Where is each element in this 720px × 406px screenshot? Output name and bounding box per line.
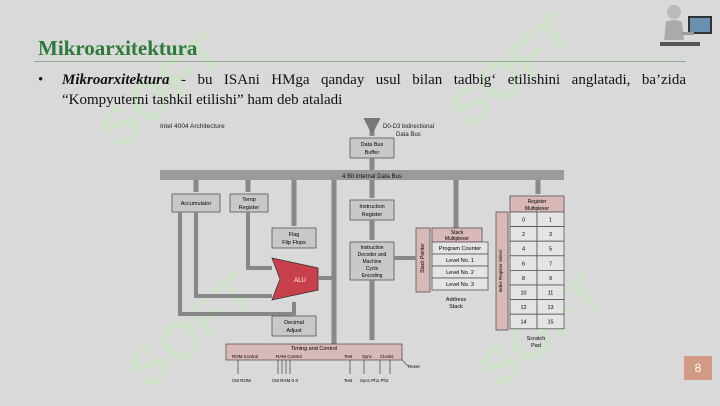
bullet-dot: • — [38, 72, 44, 88]
instruction-register-label: Register — [362, 212, 383, 218]
scratch-pad-cell-label: 6 — [522, 261, 525, 267]
computer-user-logo-icon — [660, 5, 712, 46]
timing-control-block — [225, 343, 403, 361]
intel-4004-architecture-diagram: Intel 4004 Architecture D0-D3 bidirectio… — [160, 118, 565, 383]
instruction-decoder-label: Cycle — [366, 266, 379, 272]
test-pin-label: Test — [344, 378, 353, 383]
data-bus-label-top: D0-D3 bidirectional — [383, 124, 434, 130]
data-bus-label-bottom: Data Bus — [396, 132, 421, 138]
stack-level-label: Level No. 2 — [446, 270, 474, 276]
scratch-pad-cell — [536, 313, 565, 330]
clocks-label: Clocks — [380, 354, 394, 359]
scratch-pad-cell-label: 0 — [522, 218, 525, 224]
scratch-pad-cell-label: 2 — [522, 232, 525, 238]
data-bus-buffer-label: Buffer — [365, 150, 380, 156]
temp-register-label: Register — [239, 205, 260, 211]
stack-pointer-label: Stack Pointer — [420, 243, 426, 273]
internal-data-bus-label: 4 Bit internal Data Bus — [342, 174, 402, 180]
bullet-text: - bu ISAni HMga qanday usul bilan tadbig… — [62, 72, 686, 108]
register-multiplexer-label: Register — [528, 199, 547, 205]
scratch-pad-label: Pad — [531, 343, 541, 349]
scratch-pad-cell-label: 1 — [549, 218, 552, 224]
address-stack-label: Address — [446, 297, 466, 303]
scratch-pad-cell-label: 12 — [520, 305, 526, 311]
reset-label: Reset — [408, 364, 421, 369]
bullet-paragraph: • Mikroarxitektura - bu ISAni HMga qanda… — [38, 70, 686, 110]
title-divider — [34, 61, 686, 62]
flag-flipflops-label: Flip Flops — [282, 240, 306, 246]
data-bus-buffer-label: Data Bus — [361, 142, 384, 148]
stack-level-label: Level No. 3 — [446, 282, 474, 288]
scratch-pad-cell-label: 10 — [520, 291, 526, 297]
index-register-select-label: Index Register Select — [498, 249, 503, 293]
scratch-pad-cell-label: 5 — [549, 247, 552, 253]
page-number: 8 — [684, 356, 712, 380]
scratch-pad-cell-label: 15 — [547, 320, 553, 326]
instruction-decoder-label: Encoding — [362, 273, 383, 279]
timing-control-label: Timing and Control — [291, 346, 337, 352]
internal-data-bus — [160, 170, 564, 180]
bullet-term: Mikroarxitektura — [62, 72, 170, 88]
temp-register-label: Temp — [242, 197, 255, 203]
decimal-adjust-label: Adjust — [286, 328, 302, 334]
sync-label: Sync — [362, 354, 373, 359]
slide-title: Mikroarxitektura — [38, 36, 198, 60]
flag-flipflops-block — [271, 227, 317, 249]
scratch-pad-cell-label: 14 — [520, 320, 526, 326]
cm-ram-label: CM RAM 0-3 — [272, 378, 298, 383]
register-multiplexer-label: Multiplexer — [525, 206, 550, 212]
instruction-decoder-label: Decoder and — [358, 252, 387, 258]
instruction-decoder-label: Instruction — [360, 245, 383, 251]
scratch-pad-cell-label: 11 — [548, 291, 554, 297]
scratch-pad-cell-label: 7 — [549, 261, 552, 267]
ram-control-label: RAM Control — [276, 354, 302, 359]
stack-multiplexer-label: Stack — [451, 230, 464, 236]
address-stack-label: Stack — [449, 304, 463, 310]
scratch-pad-cell-label: 4 — [522, 247, 525, 253]
alu-block — [271, 257, 319, 301]
index-register-select-block — [495, 211, 509, 331]
instruction-register-label: Instruction — [359, 204, 384, 210]
scratch-pad-cell-label: 9 — [549, 276, 552, 282]
stack-multiplexer-label: Multiplexer — [445, 236, 470, 242]
scratch-pad-label: Scratch — [527, 336, 546, 342]
rom-control-label: ROM Control — [232, 354, 258, 359]
sync-clock-pins-label: Sync Ph1 Ph2 — [360, 378, 389, 383]
accumulator-label: Accumulator — [181, 201, 212, 207]
diagram-heading: Intel 4004 Architecture — [160, 123, 225, 130]
cm-rom-label: CM ROM — [232, 378, 251, 383]
flag-flipflops-label: Flag — [289, 232, 300, 238]
test-label: Test — [344, 354, 353, 359]
program-counter-label: Program Counter — [439, 246, 481, 252]
decimal-adjust-label: Decimal — [284, 320, 304, 326]
alu-label: ALU — [294, 278, 306, 284]
scratch-pad-cell-label: 3 — [549, 232, 552, 238]
stack-level-row — [431, 277, 489, 291]
instruction-decoder-label: Machine — [363, 259, 382, 265]
stack-level-label: Level No. 1 — [446, 258, 474, 264]
scratch-pad-cell-label: 8 — [522, 276, 525, 282]
scratch-pad-cell-label: 13 — [547, 305, 553, 311]
